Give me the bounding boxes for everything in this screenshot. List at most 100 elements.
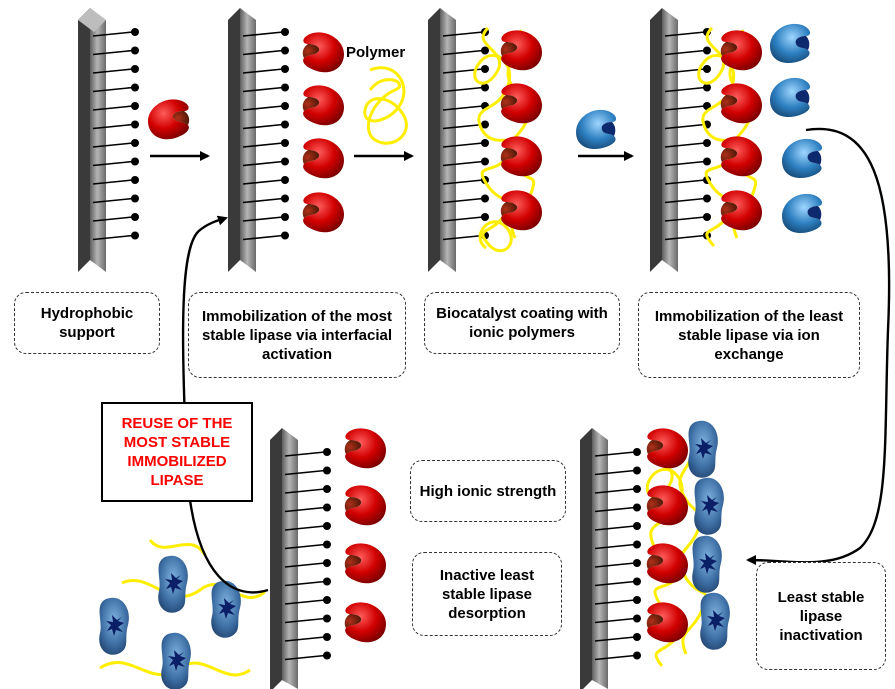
biocatalyst-coating-text: Biocatalyst coating with ionic polymers bbox=[436, 305, 608, 341]
pin-head bbox=[323, 559, 331, 567]
pin-line bbox=[284, 580, 326, 587]
pin-head bbox=[281, 213, 289, 221]
free-polymer bbox=[363, 66, 408, 145]
pin-line bbox=[594, 617, 636, 624]
pin-head bbox=[323, 577, 331, 586]
pin-head bbox=[281, 157, 289, 166]
pin-head bbox=[703, 213, 711, 221]
arrow-inactivation bbox=[746, 127, 891, 566]
immobilization-stable-text: Immobilization of the most stable lipase… bbox=[201, 307, 393, 363]
pin-head bbox=[281, 139, 289, 147]
released-polymer-3 bbox=[148, 538, 207, 556]
pin-line bbox=[284, 525, 326, 531]
pin-head bbox=[281, 46, 289, 55]
pin-head bbox=[323, 522, 331, 530]
pin-line bbox=[594, 543, 636, 550]
pin-line bbox=[242, 216, 284, 222]
support-panel-6 bbox=[580, 428, 608, 689]
pin-line bbox=[242, 68, 284, 74]
arrow-reuse bbox=[181, 215, 269, 594]
pin-head bbox=[481, 157, 489, 166]
pin-head bbox=[633, 559, 641, 567]
pin-head bbox=[323, 466, 331, 475]
pin-head bbox=[323, 503, 331, 512]
desorption-text: Inactive least stable lipase desorption bbox=[439, 566, 535, 622]
pin-line bbox=[442, 86, 484, 93]
pin-head bbox=[131, 28, 139, 36]
pin-head bbox=[323, 633, 331, 641]
pin-head bbox=[131, 231, 139, 240]
pin-line bbox=[442, 234, 484, 241]
pin-line bbox=[442, 49, 484, 56]
pin-line bbox=[442, 105, 484, 111]
pin-line bbox=[664, 179, 706, 185]
pin-head bbox=[633, 614, 641, 623]
pin-line bbox=[664, 234, 706, 241]
pin-head bbox=[323, 448, 331, 456]
pin-line bbox=[664, 160, 706, 167]
pin-head bbox=[281, 176, 289, 184]
pin-line bbox=[664, 86, 706, 93]
pin-head bbox=[281, 28, 289, 36]
pin-line bbox=[594, 488, 636, 494]
pin-line bbox=[442, 160, 484, 167]
released-polymer-1 bbox=[121, 579, 266, 600]
pin-line bbox=[594, 451, 636, 457]
pin-head bbox=[633, 503, 641, 512]
pin-line bbox=[594, 654, 636, 661]
pin-line bbox=[92, 123, 134, 130]
pin-head bbox=[633, 633, 641, 641]
pin-line bbox=[92, 86, 134, 93]
pin-line bbox=[92, 31, 134, 37]
pin-line bbox=[92, 216, 134, 222]
pin-line bbox=[664, 123, 706, 130]
pin-line bbox=[664, 31, 706, 37]
pin-line bbox=[242, 31, 284, 37]
inactivation-box: Least stable lipase inactivation bbox=[756, 562, 886, 670]
high-ionic-strength-text: High ionic strength bbox=[419, 482, 557, 500]
pin-line bbox=[664, 105, 706, 111]
pin-line bbox=[594, 636, 636, 642]
pin-head bbox=[131, 157, 139, 166]
pin-line bbox=[284, 543, 326, 550]
pin-head bbox=[633, 466, 641, 475]
support-panel-2 bbox=[228, 8, 256, 272]
hydrophobic-support-box: Hydrophobic support bbox=[14, 292, 160, 354]
pin-head bbox=[703, 46, 711, 55]
pin-line bbox=[442, 197, 484, 204]
pin-line bbox=[442, 179, 484, 185]
support-panel-3 bbox=[428, 8, 456, 272]
pin-head bbox=[131, 120, 139, 129]
stable-lipases-reuse bbox=[344, 428, 386, 643]
pin-line bbox=[242, 49, 284, 56]
pin-head bbox=[131, 65, 139, 73]
pin-line bbox=[664, 49, 706, 56]
pin-line bbox=[594, 580, 636, 587]
pin-head bbox=[633, 651, 641, 660]
pin-line bbox=[594, 506, 636, 513]
pin-head bbox=[131, 213, 139, 221]
reuse-text: REUSE OF THE MOST STABLE IMMOBILIZED LIP… bbox=[121, 415, 233, 489]
pin-line bbox=[242, 160, 284, 167]
stable-lipases-stage2 bbox=[302, 32, 344, 233]
pin-line bbox=[92, 197, 134, 204]
pin-head bbox=[703, 83, 711, 92]
pin-head bbox=[703, 157, 711, 166]
pin-head bbox=[323, 540, 331, 549]
pin-line bbox=[664, 216, 706, 222]
pin-head bbox=[481, 83, 489, 92]
free-least-stable-lipase bbox=[576, 109, 617, 150]
pin-line bbox=[92, 160, 134, 167]
pin-head bbox=[131, 83, 139, 92]
pin-line bbox=[442, 216, 484, 222]
pin-head bbox=[131, 139, 139, 147]
inactivation-text: Least stable lipase inactivation bbox=[777, 588, 865, 644]
stable-lipases-stage6 bbox=[646, 428, 688, 643]
pin-line bbox=[92, 142, 134, 148]
immobilization-least-box: Immobilization of the least stable lipas… bbox=[638, 292, 860, 378]
biocatalyst-coating-box: Biocatalyst coating with ionic polymers bbox=[424, 292, 620, 354]
pin-line bbox=[242, 142, 284, 148]
pin-head bbox=[281, 83, 289, 92]
support-panel-1 bbox=[78, 8, 106, 272]
